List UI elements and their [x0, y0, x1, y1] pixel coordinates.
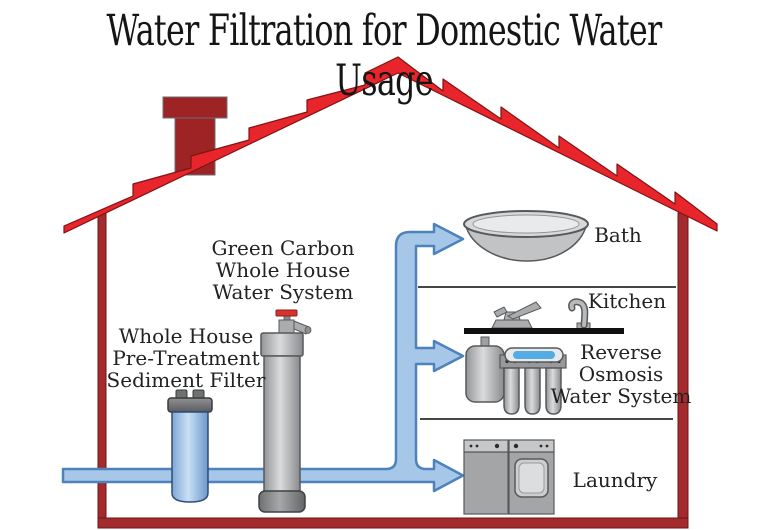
sediment-filter-icon	[167, 389, 213, 503]
washer-dryer-icon	[463, 439, 555, 515]
sediment-filter-label: Whole House Pre-Treatment Sediment Filte…	[106, 324, 266, 392]
diagram-title: Water Filtration for Domestic Water Usag…	[106, 6, 663, 106]
house-roof-icon	[63, 56, 718, 234]
reverse-osmosis-label: Reverse Osmosis Water System	[550, 340, 692, 408]
bathtub-icon	[463, 210, 589, 262]
reverse-osmosis-icon	[465, 336, 567, 415]
kitchen-faucet-icon	[464, 298, 624, 334]
countertop	[464, 328, 624, 334]
laundry-label: Laundry	[572, 468, 658, 492]
bottom-wall	[97, 517, 689, 529]
bath-label: Bath	[594, 223, 642, 247]
kitchen-label: Kitchen	[587, 289, 667, 313]
water-pipe-arrow-icon	[61, 222, 465, 493]
carbon-filter-label: Green Carbon Whole House Water System	[211, 236, 355, 304]
carbon-tank-icon	[258, 309, 312, 513]
